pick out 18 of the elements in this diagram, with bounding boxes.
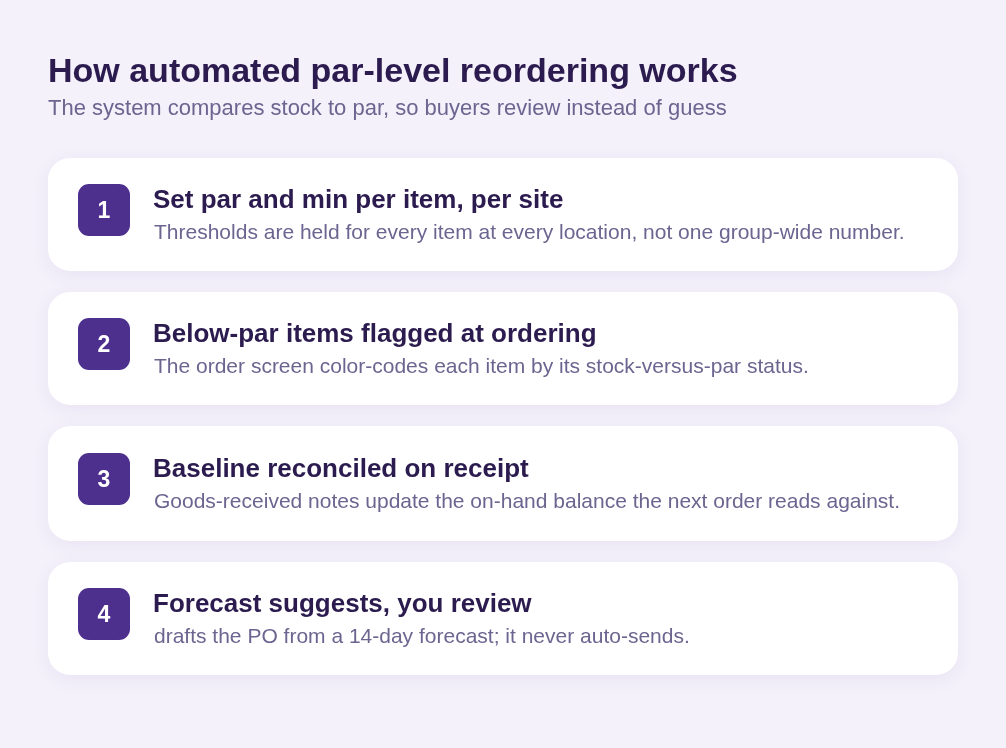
step-card <box>48 426 958 541</box>
step-number-badge: 4 <box>78 588 130 640</box>
step-number-badge: 1 <box>78 184 130 236</box>
page-subtitle: The system compares stock to par, so buyers review instead of guess <box>48 95 727 122</box>
step-number-badge: 3 <box>78 453 130 505</box>
step-number-badge: 2 <box>78 318 130 370</box>
step-heading: Set par and min per item, per site <box>153 184 564 216</box>
step-description: Thresholds are held for every item at every location, not one group-wide number. <box>154 219 905 245</box>
step-card <box>48 158 958 271</box>
step-description: Goods-received notes update the on-hand balance the next order reads against. <box>154 488 900 514</box>
step-heading: Baseline reconciled on receipt <box>153 453 529 485</box>
step-description: drafts the PO from a 14-day forecast; it never auto-sends. <box>154 623 690 649</box>
step-card <box>48 562 958 675</box>
page-title: How automated par-level reordering works <box>48 51 738 91</box>
step-heading: Forecast suggests, you review <box>153 588 532 620</box>
step-card <box>48 292 958 405</box>
step-heading: Below-par items flagged at ordering <box>153 318 597 350</box>
step-description: The order screen color-codes each item by its stock-versus-par status. <box>154 353 809 379</box>
